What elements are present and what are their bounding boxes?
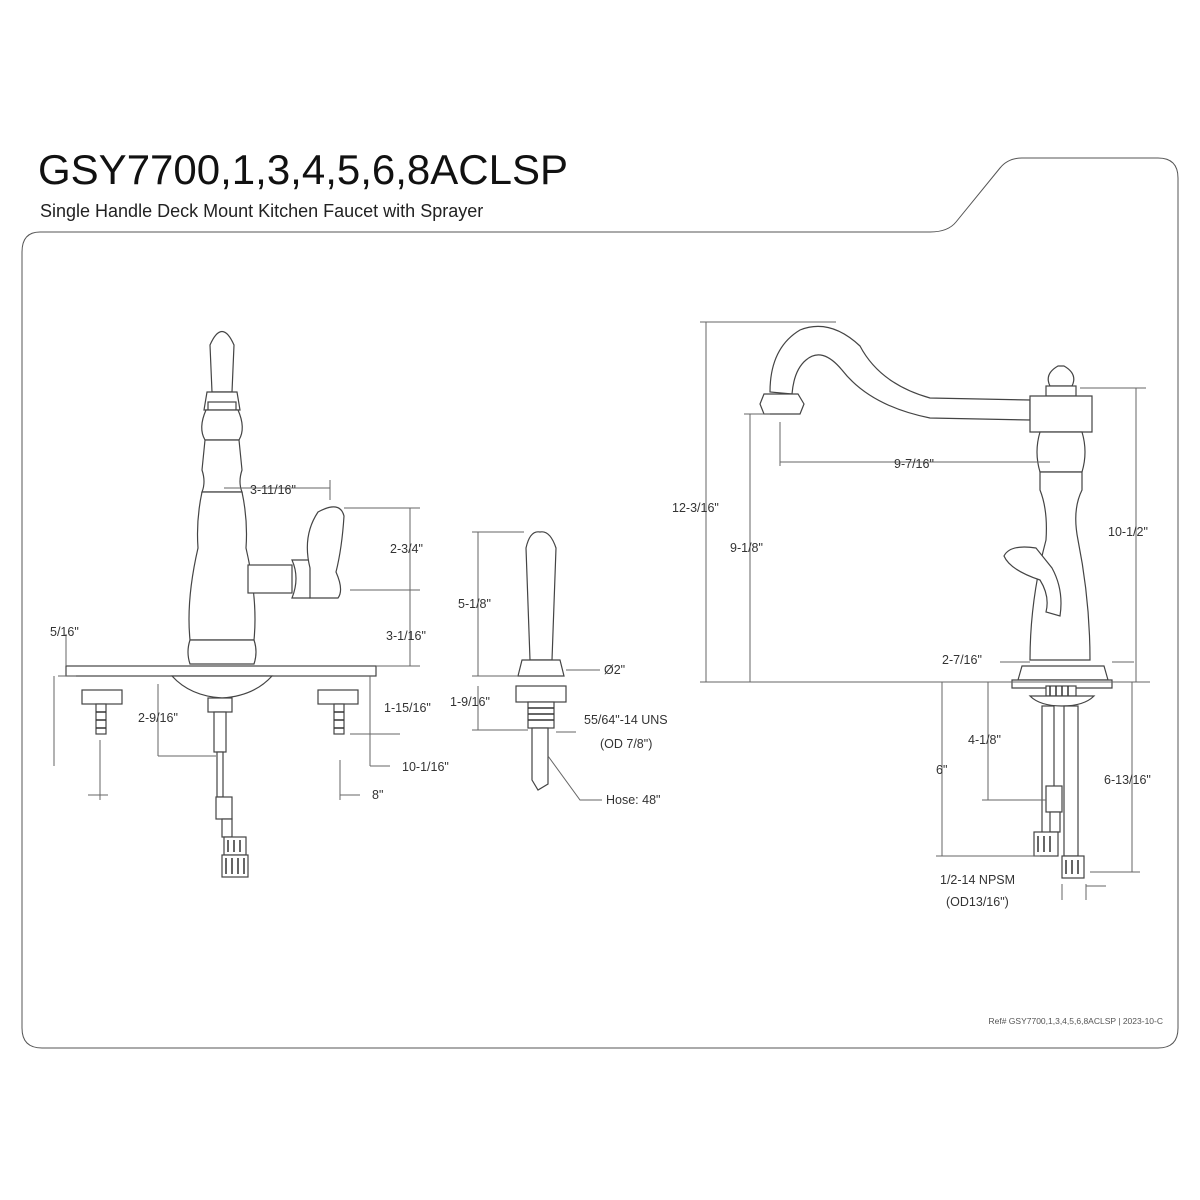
side-view: 9-7/16" 12-3/16" 9-1/8" 10-1/2" 2-7/16" … <box>672 321 1151 909</box>
mounting-posts <box>81 689 359 735</box>
dim-sprayer-base-diameter: Ø2" <box>604 663 625 677</box>
sprayer-thread-spec: 55/64"-14 UNS <box>584 713 668 727</box>
front-faucet-body <box>187 330 345 665</box>
drawing-title: GSY7700,1,3,4,5,6,8ACLSP <box>38 146 569 193</box>
dim-overall-height: 12-3/16" <box>672 501 719 515</box>
dim-supply-length: 6-13/16" <box>1104 773 1151 787</box>
dim-plate-thickness: 5/16" <box>50 625 79 639</box>
dim-hole-spread: 8" <box>372 788 383 802</box>
side-thread-od: (OD13/16") <box>946 895 1009 909</box>
sprayer-body <box>515 531 567 791</box>
dim-spout-clearance: 9-1/8" <box>730 541 763 555</box>
sprayer-hose-length: Hose: 48" <box>606 793 660 807</box>
dim-sprayer-height: 5-1/8" <box>458 597 491 611</box>
side-thread-spec: 1/2-14 NPSM <box>940 873 1015 887</box>
front-dimension-lines <box>53 480 420 800</box>
footer-reference: Ref# GSY7700,1,3,4,5,6,8ACLSP | 2023-10-… <box>988 1016 1163 1026</box>
dim-handle-height: 2-3/4" <box>390 542 423 556</box>
side-faucet-body <box>759 325 1113 879</box>
dim-handle-to-deck: 3-1/16" <box>386 629 426 643</box>
front-view: 3-11/16" 2-3/4" 3-1/16" 5/16" 2-9/16" 1-… <box>50 330 449 878</box>
dim-handle-reach: 3-11/16" <box>250 483 296 497</box>
dim-base-depth: 2-7/16" <box>942 653 982 667</box>
side-dimension-lines <box>700 321 1150 900</box>
dim-sprayer-shank: 1-9/16" <box>450 695 490 709</box>
sprayer-dimension-lines <box>472 531 602 801</box>
drawing-frame <box>21 157 1179 1049</box>
dim-spout-reach: 9-7/16" <box>894 457 934 471</box>
drawing-subtitle: Single Handle Deck Mount Kitchen Faucet … <box>40 201 484 221</box>
dim-side-shank: 6" <box>936 763 947 777</box>
dim-plate-to-mount: 1-15/16" <box>384 701 431 715</box>
dim-shank-offset: 2-9/16" <box>138 711 178 725</box>
sprayer-view: 5-1/8" Ø2" 1-9/16" 55/64"-14 UNS (OD 7/8… <box>450 531 668 807</box>
front-supply-line <box>207 697 249 878</box>
dim-supply-offset: 4-1/8" <box>968 733 1001 747</box>
sprayer-thread-od: (OD 7/8") <box>600 737 652 751</box>
dim-side-handle-height: 10-1/2" <box>1108 525 1148 539</box>
deck-plate <box>65 665 377 677</box>
dim-plate-width: 10-1/16" <box>402 760 449 774</box>
